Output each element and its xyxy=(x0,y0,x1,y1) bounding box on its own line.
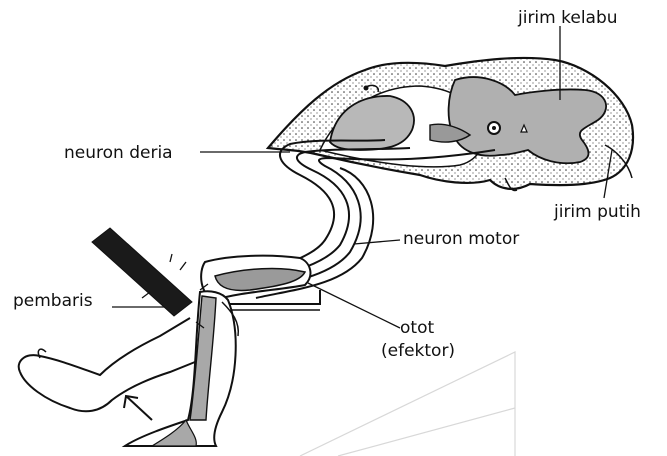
spinal-cord-section xyxy=(268,58,633,191)
ruler xyxy=(92,228,208,328)
label-sensory-neuron: neuron deria xyxy=(64,145,173,162)
label-white-matter: jirim putih xyxy=(554,204,641,221)
label-effector: (efektor) xyxy=(381,343,455,360)
label-grey-matter: jirim kelabu xyxy=(518,10,618,27)
label-motor-neuron: neuron motor xyxy=(403,231,519,248)
kick-arrow xyxy=(124,396,152,420)
background-box xyxy=(300,352,515,456)
label-ruler: pembaris xyxy=(13,293,93,310)
leader-muscle xyxy=(308,283,400,328)
leader-motor-neuron xyxy=(354,240,400,244)
label-muscle: otot xyxy=(400,320,434,337)
kicked-leg xyxy=(19,318,195,411)
leg-lower xyxy=(125,291,238,446)
